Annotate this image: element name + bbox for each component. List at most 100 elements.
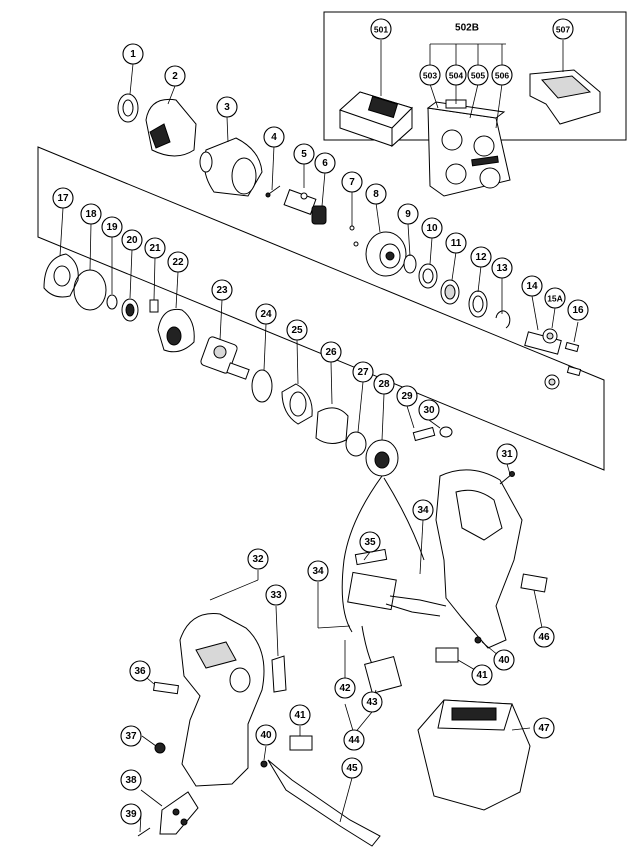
- callout-circle: [101, 216, 123, 238]
- charger-part: [339, 91, 413, 148]
- callout-number: 33: [270, 590, 282, 601]
- callout-circle: [122, 43, 144, 65]
- callout-c45: 45: [341, 757, 363, 779]
- callout-number: 40: [260, 730, 272, 741]
- screw-40-lower: [260, 760, 268, 768]
- callout-circle: [373, 373, 395, 395]
- callout-number: 501: [374, 25, 388, 35]
- fan-27: [345, 431, 367, 457]
- callout-circle: [265, 584, 287, 606]
- o-ring-18: [73, 269, 107, 311]
- callout-c26: 26: [320, 341, 342, 363]
- callout-c17: 17: [52, 187, 74, 209]
- callout-number: 5: [301, 149, 307, 160]
- callout-circle: [286, 319, 308, 341]
- callout-number: 3: [224, 102, 230, 113]
- callout-number: 44: [348, 735, 360, 746]
- callout-number: 20: [126, 235, 138, 246]
- kit-group-label: 502B: [455, 23, 479, 34]
- callout-circle: [544, 287, 566, 309]
- callout-number: 4: [271, 132, 277, 143]
- hook-38: [159, 791, 199, 835]
- callout-circle: [255, 724, 277, 746]
- callout-circle: [307, 560, 329, 582]
- callout-c16: 16: [567, 299, 589, 321]
- callout-c18: 18: [80, 203, 102, 225]
- gear-case-22: [157, 308, 195, 353]
- callout-circle: [167, 251, 189, 273]
- callout-circle: [419, 64, 441, 86]
- callout-number: 23: [216, 285, 228, 296]
- callout-circle: [314, 152, 336, 174]
- callout-c47: 47: [533, 717, 555, 739]
- gear-cover-17: [43, 253, 79, 298]
- hammer-case: [199, 137, 263, 197]
- callout-c503: 503: [419, 64, 441, 86]
- callout-number: 39: [125, 809, 137, 820]
- callout-c20: 20: [121, 229, 143, 251]
- pin-16: [564, 341, 582, 377]
- screw-31: [499, 471, 515, 485]
- connector-29: [412, 426, 436, 442]
- callout-c36: 36: [129, 660, 151, 682]
- retaining-ring-13: [495, 310, 511, 329]
- callout-number: 29: [401, 391, 413, 402]
- callout-circle: [263, 126, 285, 148]
- sponge-41-lower: [289, 735, 313, 751]
- callout-circle: [320, 341, 342, 363]
- callout-number: 40: [498, 655, 510, 666]
- case-insert-part: [529, 69, 601, 125]
- callout-c27: 27: [352, 361, 374, 383]
- callout-circle: [493, 649, 515, 671]
- callout-number: 38: [125, 775, 137, 786]
- sponge-41-upper: [435, 647, 459, 663]
- callout-number: 42: [339, 683, 351, 694]
- callout-c30: 30: [418, 399, 440, 421]
- callout-circle: [164, 65, 186, 87]
- callout-number: 19: [106, 222, 118, 233]
- callout-circle: [120, 725, 142, 747]
- callout-c15a: 15A: [544, 287, 566, 309]
- callout-c25: 25: [286, 319, 308, 341]
- callout-circle: [52, 187, 74, 209]
- label-46: [520, 573, 548, 593]
- ring-24: [251, 369, 273, 403]
- callout-c37: 37: [120, 725, 142, 747]
- switch-assembly: [347, 548, 447, 694]
- callout-circle: [289, 704, 311, 726]
- callout-c5: 5: [293, 143, 315, 165]
- callout-number: 2: [172, 71, 178, 82]
- callout-circle: [491, 64, 513, 86]
- screw-39: [137, 827, 151, 837]
- callout-c8: 8: [365, 183, 387, 205]
- callout-circle: [533, 717, 555, 739]
- callout-number: 10: [426, 223, 438, 234]
- callout-c505: 505: [467, 64, 489, 86]
- stator-25: [281, 383, 313, 425]
- callout-circle: [552, 18, 574, 40]
- callout-number: 24: [260, 309, 272, 320]
- callout-circle: [397, 203, 419, 225]
- callout-circle: [352, 361, 374, 383]
- callout-number: 28: [378, 379, 390, 390]
- label-36: [152, 681, 180, 695]
- callout-number: 37: [125, 731, 137, 742]
- callout-number: 7: [349, 177, 355, 188]
- callout-number: 13: [496, 263, 508, 274]
- callout-number: 18: [85, 209, 97, 220]
- callout-c41a: 41: [289, 704, 311, 726]
- callout-c10: 10: [421, 217, 443, 239]
- steel-balls-7: [349, 225, 359, 247]
- callout-c39: 39: [120, 803, 142, 825]
- callout-circle: [255, 303, 277, 325]
- callout-circle: [470, 246, 492, 268]
- callout-number: 506: [495, 71, 509, 81]
- callout-c11: 11: [445, 232, 467, 254]
- callout-circle: [421, 217, 443, 239]
- callout-number: 505: [471, 71, 485, 81]
- callout-c13: 13: [491, 257, 513, 279]
- callout-number: 21: [149, 243, 161, 254]
- callout-number: 47: [538, 723, 550, 734]
- knob-37: [154, 742, 166, 754]
